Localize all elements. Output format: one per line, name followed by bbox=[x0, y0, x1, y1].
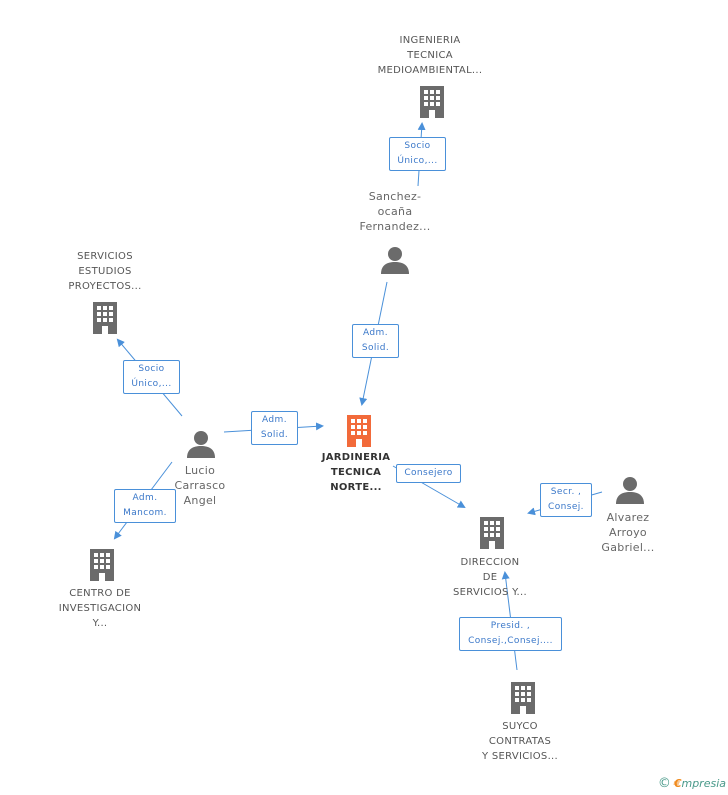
lucio-person-label[interactable]: Lucio Carrasco Angel bbox=[174, 464, 226, 507]
footer-branding: ©€mpresia bbox=[658, 776, 726, 791]
building-icon bbox=[420, 86, 444, 118]
edge-label-lucio-main[interactable]: Adm. Solid. bbox=[251, 411, 298, 445]
edge-label-sanchez-main[interactable]: Adm. Solid. bbox=[352, 324, 399, 358]
building-icon bbox=[93, 302, 117, 334]
main-company-label[interactable]: JARDINERIA TECNICA NORTE... bbox=[321, 452, 391, 493]
building-icon bbox=[90, 549, 114, 581]
person-icon bbox=[381, 247, 409, 274]
suyco-company-icon[interactable] bbox=[508, 680, 538, 714]
alvarez-person-icon[interactable] bbox=[615, 475, 645, 505]
suyco-company-label[interactable]: SUYCO CONTRATAS Y SERVICIOS... bbox=[481, 721, 559, 762]
direccion-company-icon[interactable] bbox=[477, 515, 507, 549]
lucio-person-icon[interactable] bbox=[186, 429, 216, 459]
brand-logo-text: mpresia bbox=[681, 777, 726, 790]
person-icon bbox=[187, 431, 215, 458]
servicios-estudios-company-label[interactable]: SERVICIOS ESTUDIOS PROYECTOS... bbox=[68, 251, 142, 292]
person-icon bbox=[616, 477, 644, 504]
sanchez-person-icon[interactable] bbox=[380, 245, 410, 275]
edge-label-lucio-centro[interactable]: Adm. Mancom. bbox=[114, 489, 176, 523]
main-company-icon[interactable] bbox=[344, 413, 374, 447]
building-icon bbox=[511, 682, 535, 714]
alvarez-person-label[interactable]: Alvarez Arroyo Gabriel... bbox=[601, 511, 655, 554]
building-icon bbox=[480, 517, 504, 549]
edge-label-lucio-servicios[interactable]: Socio Único,... bbox=[123, 360, 180, 394]
copyright-icon: © bbox=[657, 776, 671, 791]
building-icon bbox=[347, 415, 371, 447]
direccion-company-label[interactable]: DIRECCION DE SERVICIOS Y... bbox=[452, 557, 527, 598]
edge-label-alvarez-direccion[interactable]: Secr. , Consej. bbox=[540, 483, 592, 517]
sanchez-person-label[interactable]: Sanchez- ocaña Fernandez... bbox=[359, 190, 431, 233]
servicios-estudios-company-icon[interactable] bbox=[90, 300, 120, 334]
centro-company-icon[interactable] bbox=[87, 547, 117, 581]
edge-label-suyco-direccion[interactable]: Presid. , Consej.,Consej.... bbox=[459, 617, 562, 651]
edge-label-main-direccion[interactable]: Consejero bbox=[396, 464, 461, 483]
ingenieria-company-icon[interactable] bbox=[417, 84, 447, 118]
edge-label-sanchez-ingenieria[interactable]: Socio Único,... bbox=[389, 137, 446, 171]
brand-logo-initial: € bbox=[673, 777, 682, 790]
ingenieria-company-label[interactable]: INGENIERIA TECNICA MEDIOAMBIENTAL... bbox=[377, 35, 483, 76]
centro-company-label[interactable]: CENTRO DE INVESTIGACION Y... bbox=[58, 588, 142, 629]
